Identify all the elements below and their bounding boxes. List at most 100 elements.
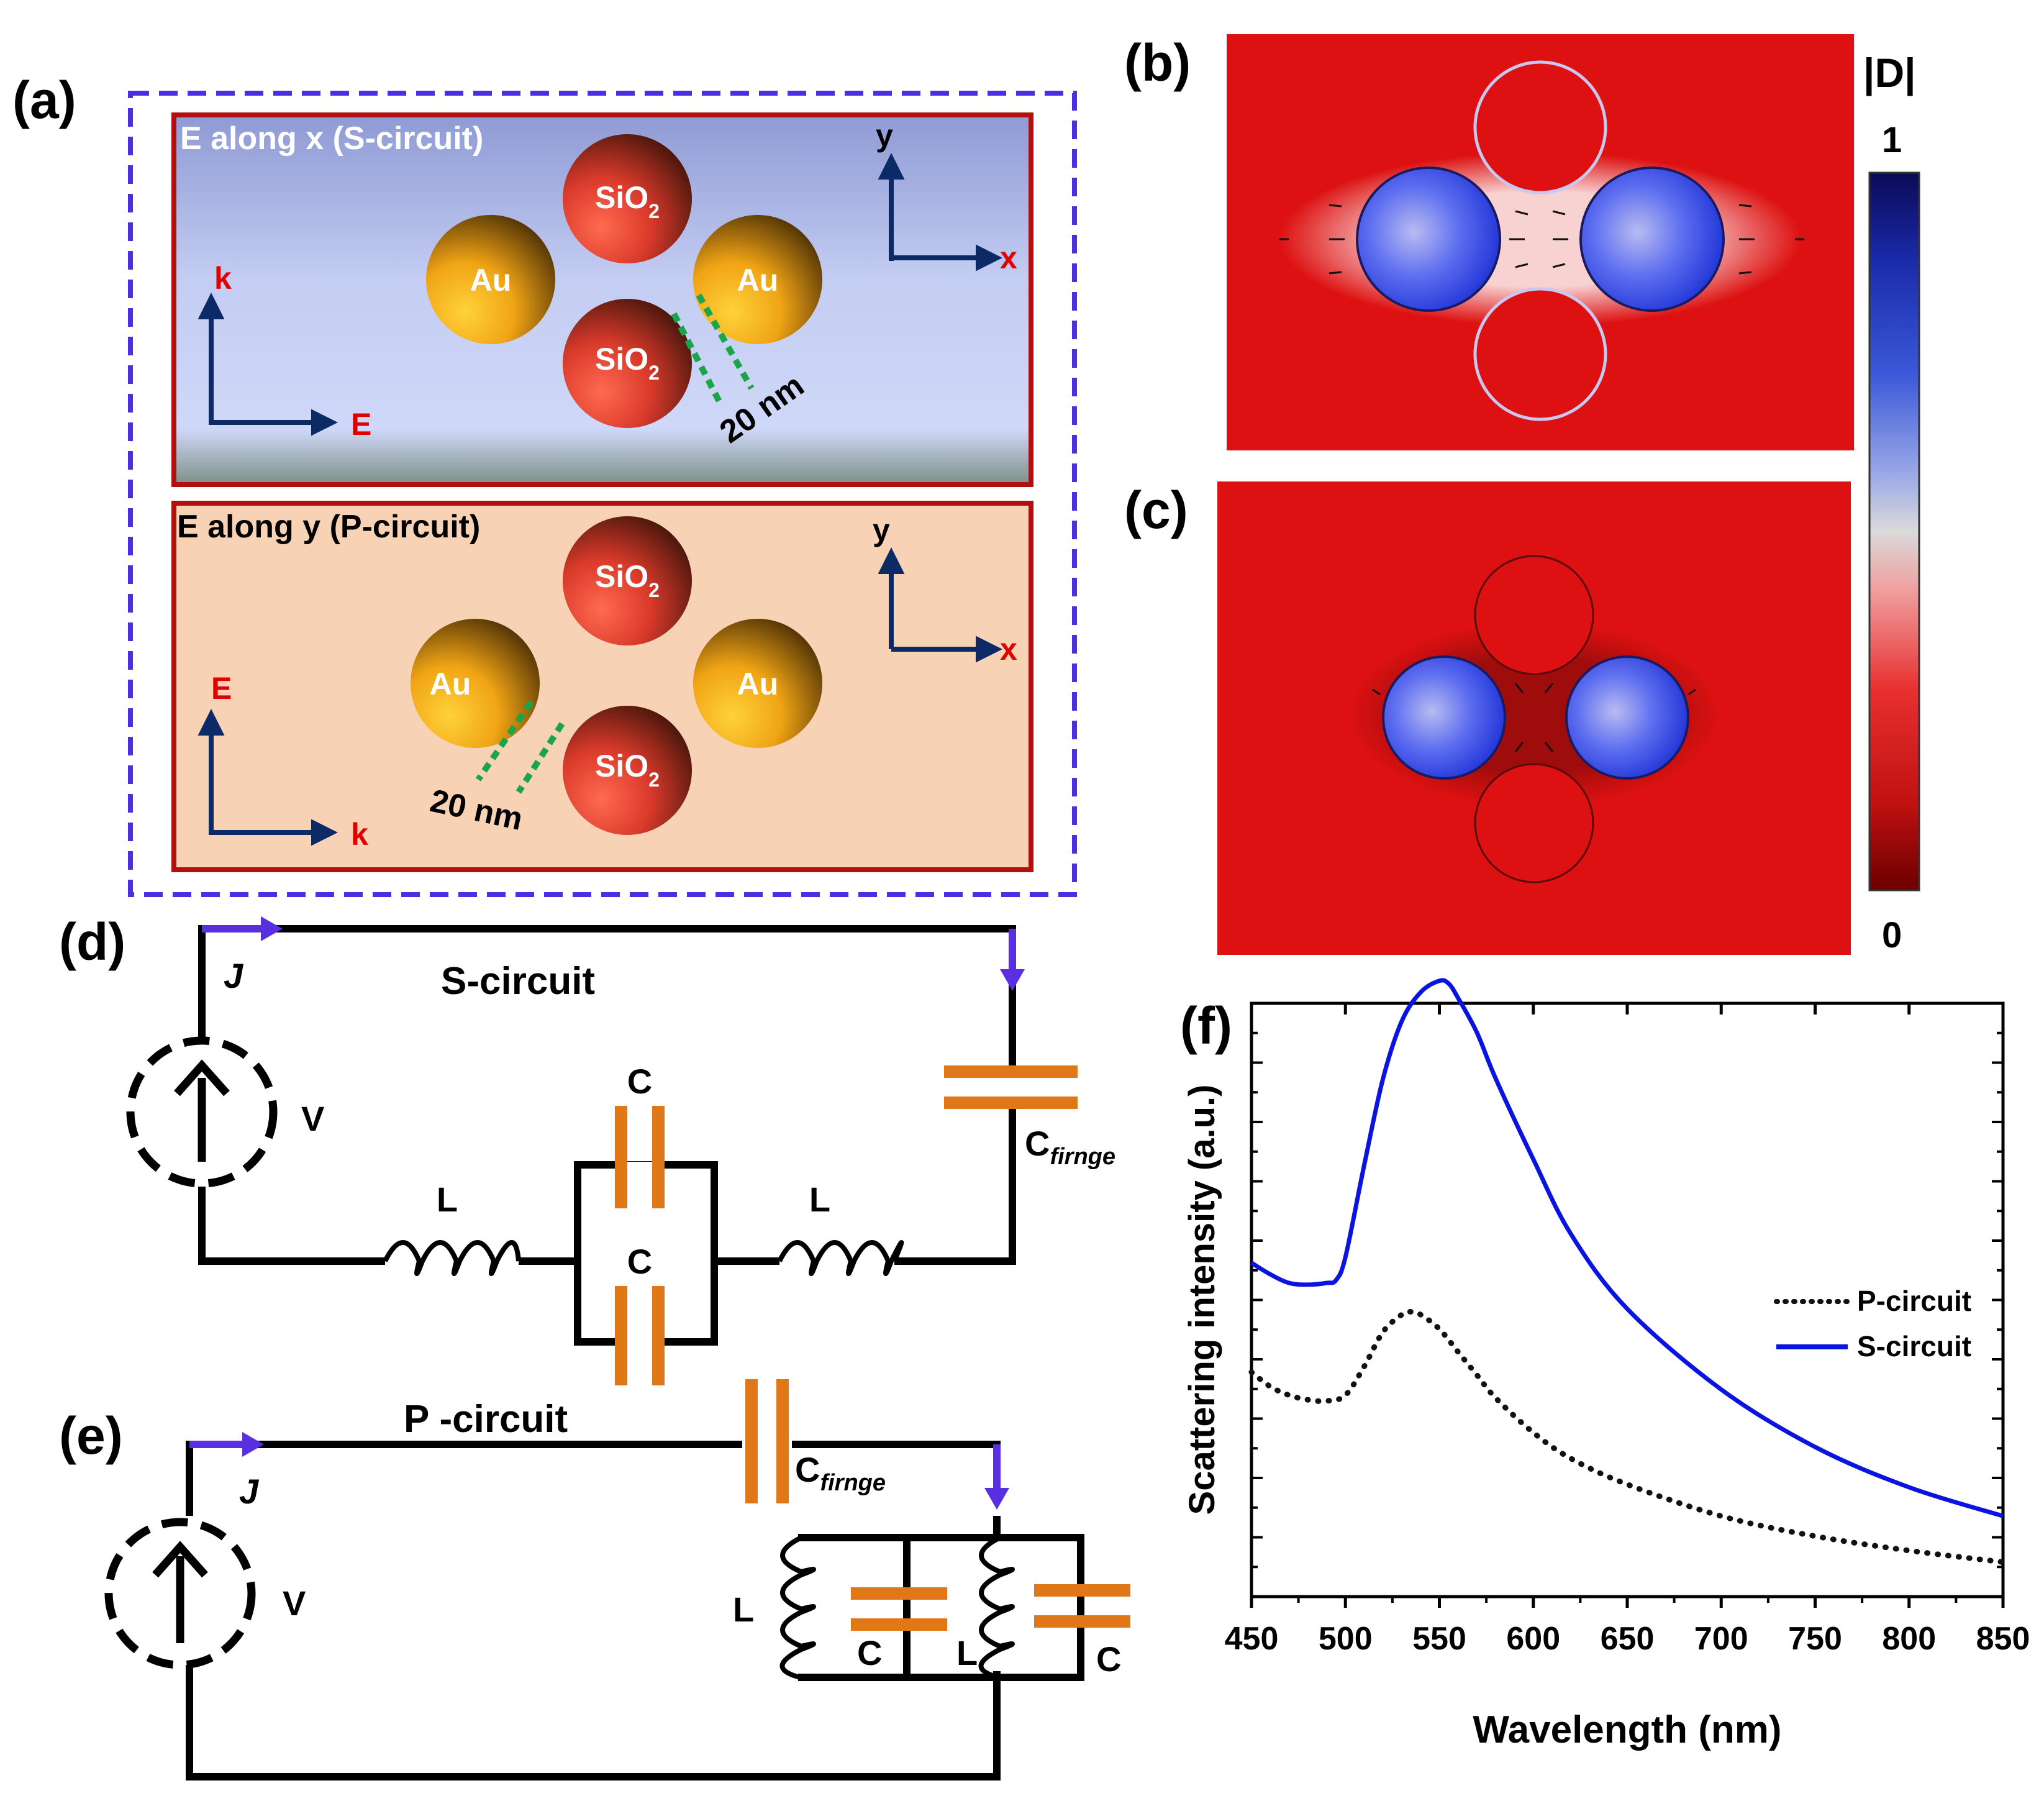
x-tick-label: 500 [1319,1621,1373,1657]
panel-label-b: (b) [1124,34,1191,92]
p-cfringe-label: Cfirnge [795,1450,886,1496]
p-current-label: J [239,1472,260,1511]
s-current-label: J [224,956,244,995]
panel-a: E along x (S-circuit) SiO2 Au Au SiO2 20… [128,91,1077,897]
e-k-axes-bottom [198,709,338,846]
field-map-c-au-right [1565,655,1689,780]
k-label-top: k [214,261,232,296]
sio2-label-bottom: SiO2 [595,342,660,384]
s-cap2-gap [627,1333,652,1348]
colorbar-title: |D| [1863,50,1916,97]
s-cfringe-label: Cfirnge [1025,1124,1115,1170]
gap-marker-1 [671,312,724,406]
axis-y-label-bottom: y [873,513,890,547]
axis-y-label-top: y [876,118,893,153]
s-circuit-diagram: J S-circuit V Cfirnge C C L L [126,916,1115,1385]
s-current-arrow-head [261,916,283,941]
sio2-label-top: SiO2 [595,180,660,222]
x-tick-label: 550 [1412,1621,1466,1657]
field-map-c-sio2-top [1474,555,1594,675]
field-map-b-au-left [1356,166,1501,312]
au-sphere-left [426,215,555,344]
s-circuit-scene: E along x (S-circuit) SiO2 Au Au SiO2 20… [171,112,1033,487]
k-e-axes-top [198,293,338,436]
x-tick-label: 450 [1225,1621,1279,1657]
field-map-b-au-right [1579,166,1725,312]
s-inductor-right [777,1240,904,1276]
s-inductor-left [383,1240,521,1276]
au-label-right: Au [737,263,779,298]
gap-marker-4 [516,722,565,794]
sio2-label-bottom-p: SiO2 [595,749,660,791]
field-map-c-au-left [1382,655,1506,780]
sio2-sphere-top [563,134,692,263]
au-sphere-right-p [693,619,822,748]
panel-label-f: (f) [1180,996,1232,1055]
chart-series-group [1248,978,2006,1565]
sio2-sphere-top-p [563,516,692,645]
colorbar: |D| 1 0 [1863,50,1920,955]
p-voltage-arrow-head [152,1541,208,1578]
au-label-left-p: Au [430,667,471,701]
s-cap1-label: C [627,1062,652,1101]
x-tick-label: 650 [1601,1621,1655,1657]
legend-label-p: P-circuit [1857,1285,1971,1317]
sio2-sphere-bottom-p [563,706,692,835]
s-voltage-arrow-head [174,1059,230,1097]
colorbar-min-label: 0 [1882,915,1902,955]
panel-a-dashed-frame [128,91,1077,897]
s-cap1-gap [627,1162,652,1208]
p-circuit-scene: E along y (P-circuit) SiO2 Au Au SiO2 20… [171,501,1033,872]
au-sphere-left-p [411,619,540,748]
gap-marker-2 [696,293,755,390]
chart-xlabel: Wavelength (nm) [1473,1708,1781,1751]
s-scene-title: E along x (S-circuit) [180,121,483,157]
field-map-b-vectors [1279,204,1804,275]
p-scene-title: E along y (P-circuit) [177,509,480,545]
p-circuit-diagram: J P -circuit V Cfirnge L C L C [104,1379,1130,1780]
field-map-b-sio2-top [1473,60,1607,194]
panel-label-d: (d) [59,913,125,971]
e-label-top: E [351,407,371,442]
au-label-left: Au [470,263,512,298]
p-inductor-right [978,1535,1015,1680]
x-tick-label: 700 [1694,1621,1748,1657]
axis-x-label-bottom: x [1000,632,1017,667]
k-label-bottom: k [351,817,368,852]
p-cap2-label: C [1096,1639,1121,1679]
p-voltage-label: V [283,1584,306,1623]
sio2-label-top-p: SiO2 [595,559,660,601]
colorbar-gradient [1868,171,1920,891]
chart-ylabel: Scattering intensity (a.u.) [1182,1085,1222,1515]
x-tick-label: 750 [1788,1621,1842,1657]
xy-axes-bottom [878,547,1002,663]
field-map-c [1217,481,1851,955]
field-map-b [1227,34,1854,450]
s-cap2-label: C [627,1242,652,1281]
p-inductor-left-label: L [733,1590,754,1629]
legend-label-s: S-circuit [1857,1330,1971,1362]
e-label-bottom: E [211,671,232,706]
s-voltage-label: V [301,1099,324,1138]
s-inductor-right-label: L [809,1180,830,1219]
s-circuit-title: S-circuit [441,960,595,1003]
au-label-right-p: Au [737,667,779,701]
colorbar-max-label: 1 [1882,120,1902,160]
gap-marker-3 [475,700,534,782]
x-tick-label: 600 [1506,1621,1560,1657]
s-current-down-head [1000,969,1025,991]
xy-axes-top [878,153,1002,271]
chart-legend: P-circuit S-circuit [1774,1285,1971,1362]
s-inductor-left-label: L [437,1180,458,1219]
series-line-s-circuit [1250,978,2004,1518]
x-tick-label: 800 [1882,1621,1936,1657]
p-circuit-wires [186,1441,1084,1780]
panel-label-e: (e) [59,1407,123,1465]
p-inductor-right-label: L [956,1633,978,1672]
p-inductor-left [779,1535,816,1680]
field-map-b-sio2-bottom [1473,287,1607,421]
au-sphere-right [693,215,822,344]
